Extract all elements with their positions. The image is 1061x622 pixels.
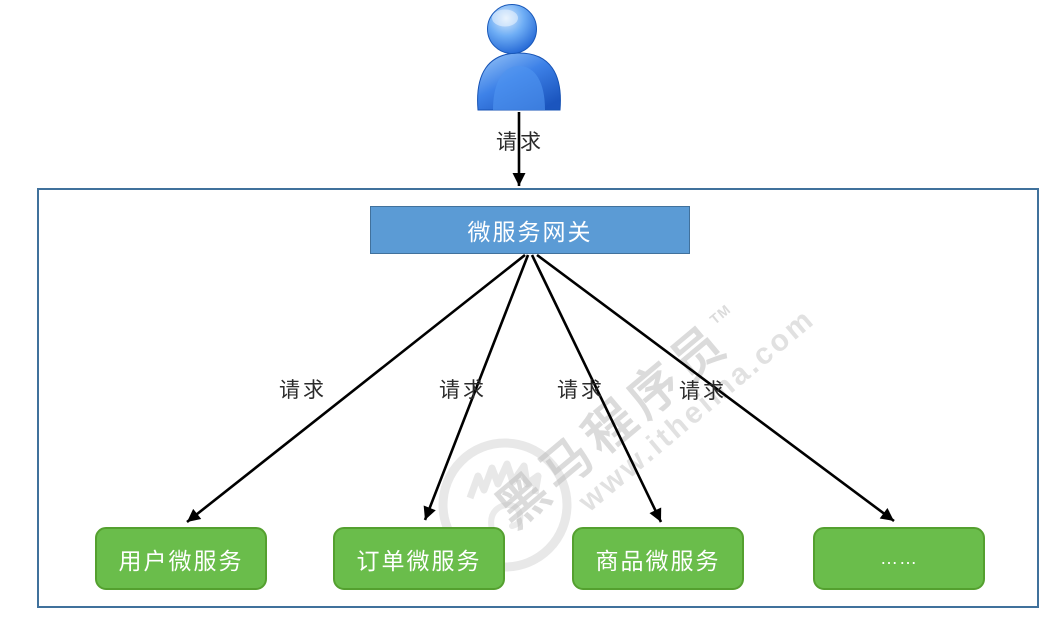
service-label: …… [880, 548, 918, 568]
user-icon [474, 2, 564, 112]
system-boundary-box [37, 188, 1039, 608]
service-label: 用户微服务 [118, 547, 244, 574]
request-label-2: 请求 [439, 379, 487, 402]
service-node-order: 订单微服务 [333, 527, 505, 590]
request-label-3: 请求 [557, 379, 605, 402]
gateway-node: 微服务网关 [370, 206, 690, 254]
request-label-1: 请求 [279, 379, 327, 402]
service-label: 商品微服务 [595, 547, 721, 574]
service-node-user: 用户微服务 [95, 527, 267, 590]
gateway-label: 微服务网关 [467, 219, 593, 245]
service-node-other: …… [813, 527, 985, 590]
service-label: 订单微服务 [356, 547, 482, 574]
service-node-product: 商品微服务 [572, 527, 744, 590]
request-label-4: 请求 [679, 380, 727, 403]
request-label-top: 请求 [496, 131, 544, 154]
